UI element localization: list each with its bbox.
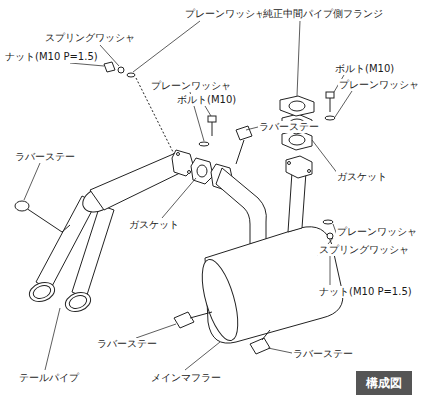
leader-lines xyxy=(24,21,352,370)
illustration-stroke xyxy=(216,168,266,244)
part-label: ガスケット xyxy=(336,171,388,183)
illustration-stroke xyxy=(288,162,291,165)
part-label: スプリングワッシャ xyxy=(318,244,410,256)
illustration-stroke xyxy=(327,233,333,239)
part-label: ボルト(M10) xyxy=(176,94,237,106)
illustration-stroke xyxy=(27,279,58,305)
illustration-stroke xyxy=(280,96,314,116)
illustration-stroke xyxy=(323,220,333,224)
illustration-stroke xyxy=(70,63,104,66)
illustration-stroke xyxy=(45,308,60,370)
part-label: プレーンワッシャ xyxy=(338,79,420,91)
illustration-stroke xyxy=(330,98,331,112)
part-label: スプリングワッシャ xyxy=(44,32,136,44)
illustration-stroke xyxy=(172,150,194,176)
illustration-stroke xyxy=(162,178,196,218)
illustration-stroke xyxy=(262,330,270,340)
illustration-stroke xyxy=(174,312,194,328)
illustration-stroke xyxy=(63,289,94,315)
illustration-stroke xyxy=(288,172,306,232)
illustration-stroke xyxy=(289,135,305,145)
illustration-stroke xyxy=(100,45,119,66)
illustration-stroke xyxy=(325,116,335,120)
title-badge: 構成図 xyxy=(356,371,412,395)
part-label: ナット(M10 P=1.5) xyxy=(4,51,99,63)
part-label: プレーンワッシャ xyxy=(336,226,418,238)
illustration-stroke xyxy=(127,73,135,77)
illustration-stroke xyxy=(118,67,124,73)
illustration-stroke xyxy=(188,171,191,174)
part-label: プレーンワッシャ xyxy=(184,8,266,20)
illustration-stroke xyxy=(197,165,207,177)
illustration-stroke xyxy=(330,253,331,285)
part-label: 純正中間パイプ側フランジ xyxy=(262,8,384,20)
illustration-stroke xyxy=(177,153,180,156)
illustration-stroke xyxy=(133,21,200,72)
illustration-stroke xyxy=(195,256,245,344)
illustration-stroke xyxy=(236,126,252,140)
illustration-stroke xyxy=(236,140,244,164)
badge-text: 構成図 xyxy=(366,376,402,390)
illustration-stroke xyxy=(24,163,40,200)
illustration-stroke xyxy=(312,140,338,174)
part-label: ラバーステー xyxy=(292,348,354,360)
main-muffler xyxy=(104,62,343,354)
illustration-stroke xyxy=(246,127,258,130)
part-label: ガスケット xyxy=(128,219,180,231)
part-label: テールパイプ xyxy=(18,372,80,384)
illustration-stroke xyxy=(335,91,352,117)
illustration-stroke xyxy=(72,205,114,298)
illustration-stroke xyxy=(67,293,88,310)
illustration-stroke xyxy=(308,170,311,173)
part-label: メインマフラー xyxy=(150,372,222,384)
illustration-stroke xyxy=(250,338,270,354)
part-label: ラバーステー xyxy=(258,121,320,133)
illustration-stroke xyxy=(185,342,220,370)
illustration-stroke xyxy=(286,156,312,178)
illustration-stroke xyxy=(190,312,212,318)
illustration-stroke xyxy=(62,225,70,232)
illustration-stroke xyxy=(212,122,213,136)
part-label: ラバーステー xyxy=(14,151,76,163)
illustration-stroke xyxy=(208,116,216,122)
illustration-stroke xyxy=(26,208,62,232)
part-label: プレーンワッシャ xyxy=(150,80,232,92)
illustration-stroke xyxy=(136,324,176,338)
illustration-stroke xyxy=(289,101,305,111)
illustration-stroke xyxy=(31,283,52,300)
illustration-stroke xyxy=(104,62,115,72)
illustration-stroke xyxy=(297,21,300,96)
illustration-stroke xyxy=(268,348,292,353)
part-label: ラバーステー xyxy=(96,338,158,350)
illustration-stroke xyxy=(326,92,334,98)
tail-pipe xyxy=(15,150,194,315)
part-label: ボルト(M10) xyxy=(334,63,395,75)
part-label: ナット(M10 P=1.5) xyxy=(318,286,413,298)
illustration-stroke xyxy=(199,142,209,146)
illustration-stroke xyxy=(15,201,29,211)
illustration-stroke xyxy=(90,152,186,210)
illustration-stroke xyxy=(205,106,211,116)
